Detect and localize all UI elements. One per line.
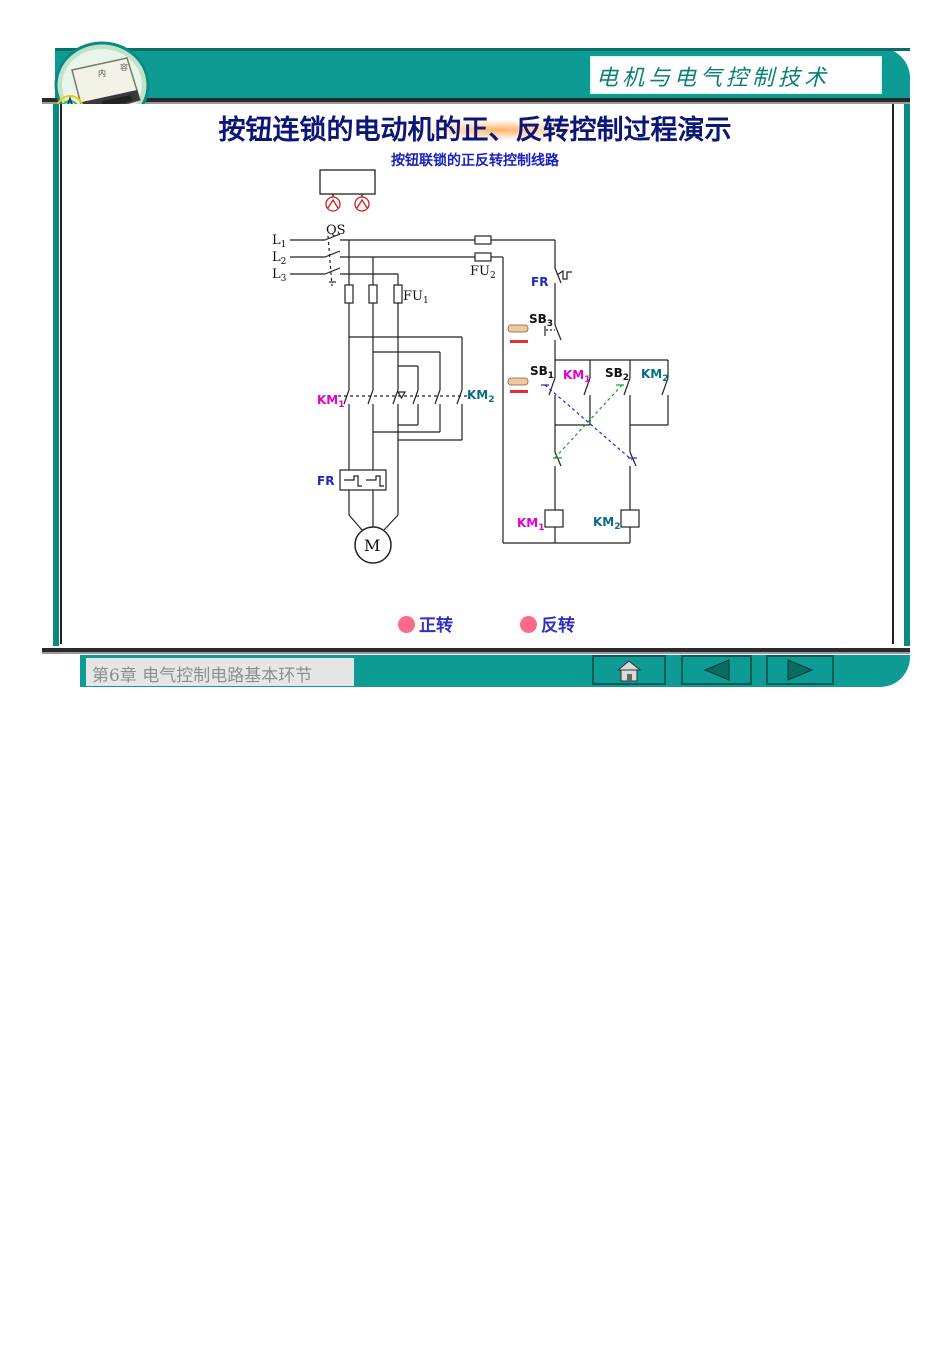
chapter-box xyxy=(86,658,354,686)
diagram-subtitle: 按钮联锁的正反转控制线路 xyxy=(391,153,559,169)
course-title: 电机与电气控制技术 xyxy=(596,66,831,91)
label-KM2-coil: KM2 xyxy=(593,515,621,532)
footer-divider xyxy=(42,648,910,652)
label-QS: QS xyxy=(326,223,346,238)
forward-label: 正转 xyxy=(419,616,453,636)
home-button[interactable] xyxy=(592,655,666,685)
label-SB3: SB3 xyxy=(529,312,553,329)
label-FR-control: FR xyxy=(531,275,548,289)
title-highlight xyxy=(420,120,580,140)
label-KM1-main: KM1 xyxy=(317,393,345,410)
label-SB2: SB2 xyxy=(605,366,629,383)
reverse-button[interactable]: 反转 xyxy=(520,611,575,636)
svg-text:内: 内 xyxy=(98,68,106,78)
prev-button[interactable] xyxy=(681,655,752,685)
next-button[interactable] xyxy=(766,655,834,685)
label-FR-main: FR xyxy=(317,474,334,488)
chapter-title: 第6章 电气控制电路基本环节 xyxy=(92,666,313,686)
footer-divider-shadow xyxy=(42,652,910,654)
smiley-icon xyxy=(398,616,415,633)
header-divider xyxy=(42,98,910,102)
course-title-box xyxy=(590,56,882,94)
reverse-label: 反转 xyxy=(541,616,575,636)
prev-arrow-icon xyxy=(703,659,730,681)
label-L2: L2 xyxy=(272,250,286,267)
motor-symbol: M xyxy=(364,536,380,555)
label-KM2-aux: KM2 xyxy=(641,367,669,384)
home-icon xyxy=(616,660,642,682)
label-SB1: SB1 xyxy=(530,364,554,381)
indicator-lamp-box xyxy=(319,169,376,212)
label-KM1-aux: KM1 xyxy=(563,368,591,385)
next-arrow-icon xyxy=(787,659,814,681)
label-FU2: FU2 xyxy=(470,264,496,281)
label-FU1: FU1 xyxy=(403,289,429,306)
forward-finger-icon[interactable] xyxy=(507,377,529,393)
label-L1: L1 xyxy=(272,233,286,250)
stop-finger-icon[interactable] xyxy=(507,324,529,343)
content-border xyxy=(60,104,894,644)
circuit-diagram: L1 L2 L3 QS FU1 FU2 M FR FR SB3 SB1 SB2 … xyxy=(272,169,669,564)
content-panel xyxy=(53,104,910,646)
label-KM1-coil: KM1 xyxy=(517,516,545,533)
slide-frame: 电机与电气控制技术 内 容 按钮连锁的电动机的正、反转控制过程演示 按钮联锁的正… xyxy=(42,41,910,687)
svg-text:容: 容 xyxy=(120,62,128,72)
slide-title: 按钮连锁的电动机的正、反转控制过程演示 xyxy=(218,115,732,146)
forward-button[interactable]: 正转 xyxy=(398,611,453,636)
label-L3: L3 xyxy=(272,267,287,284)
header-divider-shadow xyxy=(42,102,910,104)
label-KM2-main: KM2 xyxy=(467,388,495,405)
smiley-icon xyxy=(520,616,537,633)
